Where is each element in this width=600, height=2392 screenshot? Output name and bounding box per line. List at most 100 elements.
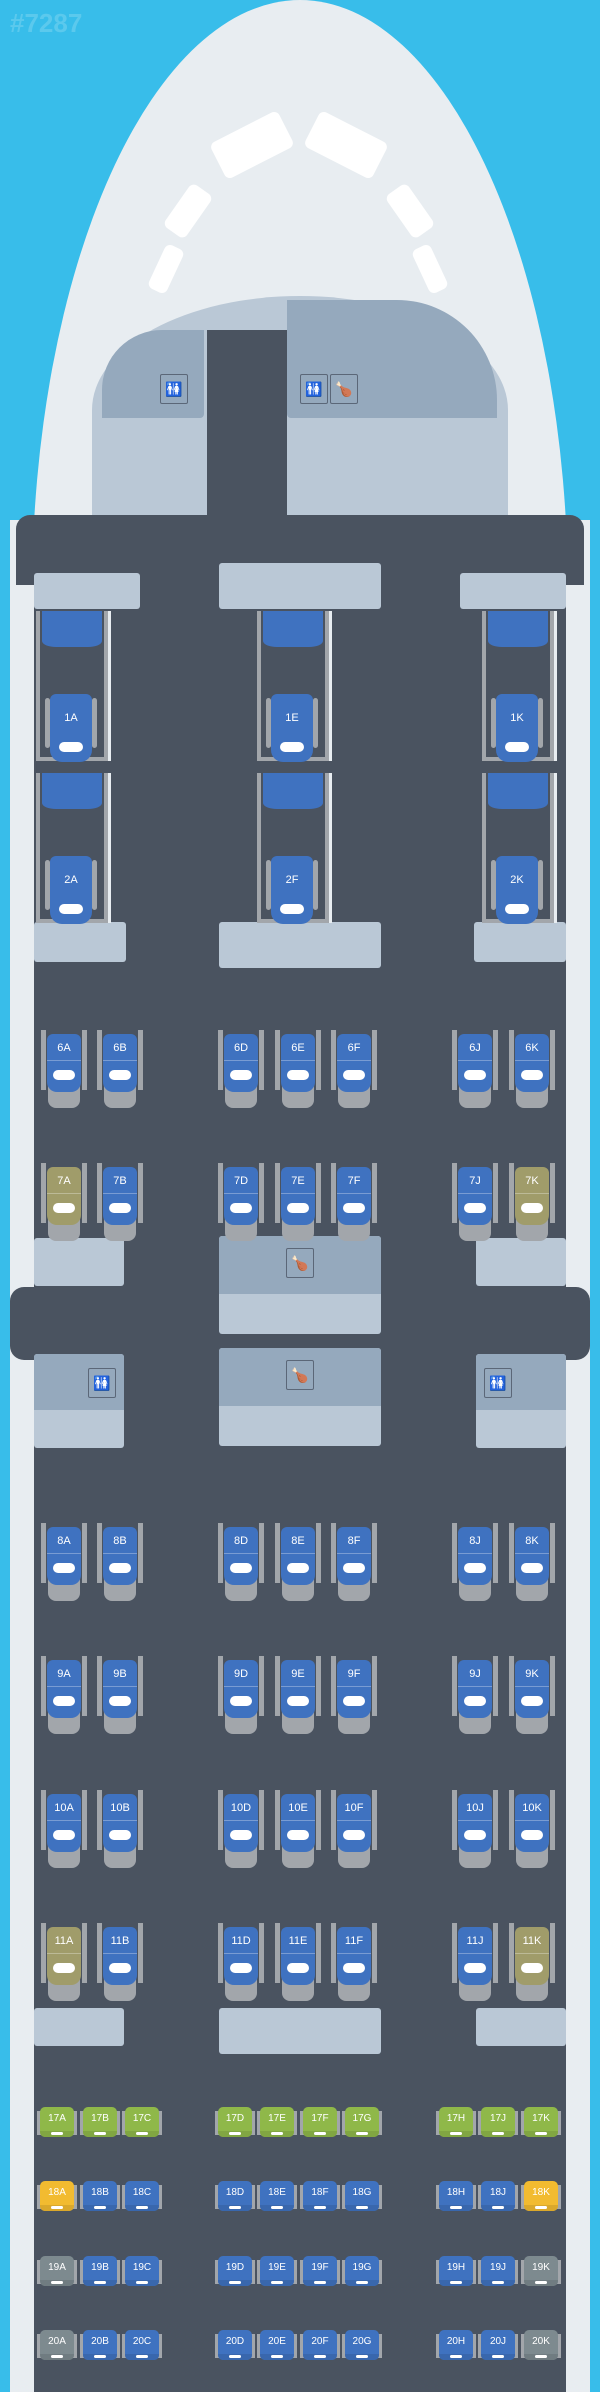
seat-19B[interactable]: 19B bbox=[80, 2256, 120, 2288]
armrest bbox=[275, 1656, 280, 1716]
seat-11B[interactable]: 11B bbox=[97, 1923, 143, 2003]
seat-18K[interactable]: 18K bbox=[521, 2181, 561, 2213]
seat-17F[interactable]: 17F bbox=[300, 2107, 340, 2139]
seat-11F[interactable]: 11F bbox=[331, 1923, 377, 2003]
armrest bbox=[97, 1030, 102, 1090]
pillow-icon bbox=[271, 2281, 283, 2284]
mid-galley-2-top bbox=[219, 1348, 381, 1406]
seat-7J[interactable]: 7J bbox=[452, 1163, 498, 1243]
seat-20C[interactable]: 20C bbox=[122, 2330, 162, 2362]
seat-6B[interactable]: 6B bbox=[97, 1030, 143, 1110]
seat-8D[interactable]: 8D bbox=[218, 1523, 264, 1603]
seat-19D[interactable]: 19D bbox=[215, 2256, 255, 2288]
seat-1K[interactable]: 1K bbox=[486, 686, 546, 766]
seat-20K[interactable]: 20K bbox=[521, 2330, 561, 2362]
seat-20G[interactable]: 20G bbox=[342, 2330, 382, 2362]
seat-9E[interactable]: 9E bbox=[275, 1656, 321, 1736]
seat-18D[interactable]: 18D bbox=[215, 2181, 255, 2213]
seat-6A[interactable]: 6A bbox=[41, 1030, 87, 1110]
armrest bbox=[215, 2185, 219, 2209]
seat-2F[interactable]: 2F bbox=[261, 848, 321, 928]
seat-17H[interactable]: 17H bbox=[436, 2107, 476, 2139]
seat-19E[interactable]: 19E bbox=[257, 2256, 297, 2288]
seat-7A[interactable]: 7A bbox=[41, 1163, 87, 1243]
seat-10A[interactable]: 10A bbox=[41, 1790, 87, 1870]
seat-7F[interactable]: 7F bbox=[331, 1163, 377, 1243]
seat-8A[interactable]: 8A bbox=[41, 1523, 87, 1603]
seat-2K[interactable]: 2K bbox=[486, 848, 546, 928]
seat-7K[interactable]: 7K bbox=[509, 1163, 555, 1243]
seat-11A[interactable]: 11A bbox=[41, 1923, 87, 2003]
seat-9J[interactable]: 9J bbox=[452, 1656, 498, 1736]
seat-back bbox=[281, 1527, 315, 1585]
seat-17K[interactable]: 17K bbox=[521, 2107, 561, 2139]
suite-wall bbox=[329, 773, 332, 923]
seat-7B[interactable]: 7B bbox=[97, 1163, 143, 1243]
seat-20B[interactable]: 20B bbox=[80, 2330, 120, 2362]
pillow-icon bbox=[356, 2206, 368, 2209]
seat-10K[interactable]: 10K bbox=[509, 1790, 555, 1870]
seat-1E[interactable]: 1E bbox=[261, 686, 321, 766]
seat-18G[interactable]: 18G bbox=[342, 2181, 382, 2213]
seat-6D[interactable]: 6D bbox=[218, 1030, 264, 1110]
seat-17E[interactable]: 17E bbox=[257, 2107, 297, 2139]
seat-19H[interactable]: 19H bbox=[436, 2256, 476, 2288]
seat-10E[interactable]: 10E bbox=[275, 1790, 321, 1870]
seat-20E[interactable]: 20E bbox=[257, 2330, 297, 2362]
seat-20D[interactable]: 20D bbox=[215, 2330, 255, 2362]
seat-20A[interactable]: 20A bbox=[37, 2330, 77, 2362]
seat-11J[interactable]: 11J bbox=[452, 1923, 498, 2003]
pillow-icon bbox=[94, 2132, 106, 2135]
pillow-icon bbox=[343, 1830, 365, 1840]
seat-7E[interactable]: 7E bbox=[275, 1163, 321, 1243]
seat-9K[interactable]: 9K bbox=[509, 1656, 555, 1736]
seat-8F[interactable]: 8F bbox=[331, 1523, 377, 1603]
seat-10F[interactable]: 10F bbox=[331, 1790, 377, 1870]
seat-label: 1E bbox=[285, 712, 299, 724]
seat-18A[interactable]: 18A bbox=[37, 2181, 77, 2213]
seat-7D[interactable]: 7D bbox=[218, 1163, 264, 1243]
seat-18F[interactable]: 18F bbox=[300, 2181, 340, 2213]
seat-19K[interactable]: 19K bbox=[521, 2256, 561, 2288]
seat-2A[interactable]: 2A bbox=[40, 848, 100, 928]
seat-10J[interactable]: 10J bbox=[452, 1790, 498, 1870]
seat-9A[interactable]: 9A bbox=[41, 1656, 87, 1736]
seat-8E[interactable]: 8E bbox=[275, 1523, 321, 1603]
seat-18B[interactable]: 18B bbox=[80, 2181, 120, 2213]
seat-19J[interactable]: 19J bbox=[478, 2256, 518, 2288]
seat-9F[interactable]: 9F bbox=[331, 1656, 377, 1736]
seat-6K[interactable]: 6K bbox=[509, 1030, 555, 1110]
seat-19F[interactable]: 19F bbox=[300, 2256, 340, 2288]
seat-17D[interactable]: 17D bbox=[215, 2107, 255, 2139]
seat-18J[interactable]: 18J bbox=[478, 2181, 518, 2213]
seat-18H[interactable]: 18H bbox=[436, 2181, 476, 2213]
seat-11K[interactable]: 11K bbox=[509, 1923, 555, 2003]
seat-18C[interactable]: 18C bbox=[122, 2181, 162, 2213]
seat-8J[interactable]: 8J bbox=[452, 1523, 498, 1603]
seat-19A[interactable]: 19A bbox=[37, 2256, 77, 2288]
seat-17A[interactable]: 17A bbox=[37, 2107, 77, 2139]
seat-6J[interactable]: 6J bbox=[452, 1030, 498, 1110]
seat-1A[interactable]: 1A bbox=[40, 686, 100, 766]
seat-19G[interactable]: 19G bbox=[342, 2256, 382, 2288]
seat-6E[interactable]: 6E bbox=[275, 1030, 321, 1110]
seat-divider bbox=[458, 1553, 492, 1554]
seat-19C[interactable]: 19C bbox=[122, 2256, 162, 2288]
seat-8K[interactable]: 8K bbox=[509, 1523, 555, 1603]
seat-10B[interactable]: 10B bbox=[97, 1790, 143, 1870]
seat-20H[interactable]: 20H bbox=[436, 2330, 476, 2362]
seat-17C[interactable]: 17C bbox=[122, 2107, 162, 2139]
seat-20F[interactable]: 20F bbox=[300, 2330, 340, 2362]
seat-10D[interactable]: 10D bbox=[218, 1790, 264, 1870]
seat-9D[interactable]: 9D bbox=[218, 1656, 264, 1736]
seat-17G[interactable]: 17G bbox=[342, 2107, 382, 2139]
seat-11D[interactable]: 11D bbox=[218, 1923, 264, 2003]
seat-17J[interactable]: 17J bbox=[478, 2107, 518, 2139]
seat-9B[interactable]: 9B bbox=[97, 1656, 143, 1736]
seat-18E[interactable]: 18E bbox=[257, 2181, 297, 2213]
seat-20J[interactable]: 20J bbox=[478, 2330, 518, 2362]
seat-8B[interactable]: 8B bbox=[97, 1523, 143, 1603]
seat-11E[interactable]: 11E bbox=[275, 1923, 321, 2003]
seat-17B[interactable]: 17B bbox=[80, 2107, 120, 2139]
seat-6F[interactable]: 6F bbox=[331, 1030, 377, 1110]
